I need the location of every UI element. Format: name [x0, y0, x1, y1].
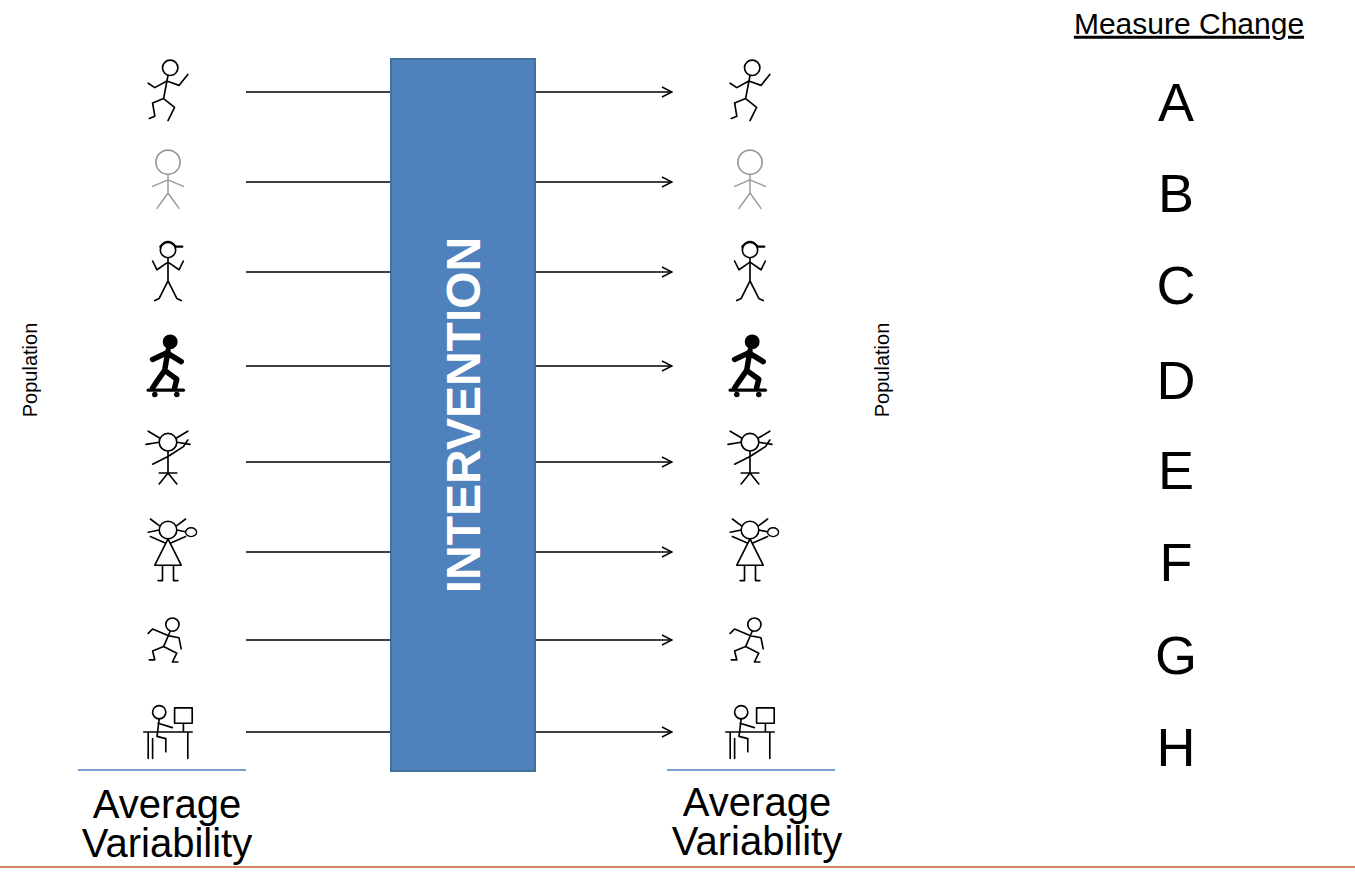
figure-stroke — [153, 174, 184, 208]
ball — [768, 528, 779, 537]
axis-label: Population — [19, 323, 42, 418]
summary-label: Average Variability — [652, 783, 862, 861]
stick-figure — [730, 519, 778, 581]
figure-head — [163, 60, 178, 75]
figure-head — [160, 242, 175, 257]
stick-figure — [730, 335, 765, 397]
figure-stroke — [148, 629, 181, 662]
figure-head — [166, 618, 179, 631]
measure-letter: C — [1157, 254, 1196, 316]
skate-wheel — [734, 392, 740, 398]
stick-figure — [730, 60, 770, 121]
figure-stroke — [735, 258, 766, 301]
summary-label: Average Variability — [62, 785, 272, 863]
figure-stroke — [726, 708, 774, 759]
stick-figure — [730, 618, 763, 662]
figure-stroke — [732, 537, 767, 581]
flow-arrow — [536, 731, 672, 732]
measure-letter: A — [1158, 71, 1194, 133]
figure-head — [159, 433, 177, 451]
flow-arrow — [536, 639, 672, 640]
axis-label: Population — [871, 323, 894, 418]
measure-letter: H — [1157, 716, 1196, 778]
flow-arrow — [536, 271, 672, 272]
stick-figure — [735, 150, 766, 208]
flow-line — [246, 271, 390, 272]
stick-figure — [148, 60, 188, 121]
stick-figure — [153, 242, 184, 301]
stick-figure — [148, 618, 181, 662]
figure-head — [741, 521, 759, 539]
measure-letter: E — [1158, 439, 1194, 501]
flow-arrow — [536, 91, 672, 92]
figure-stroke — [153, 719, 173, 759]
figure-head — [164, 335, 177, 348]
stick-figure — [728, 431, 772, 484]
skate-wheel — [152, 392, 158, 398]
flow-line — [246, 639, 390, 640]
flow-arrow — [536, 181, 672, 182]
skate-wheel — [756, 392, 762, 398]
figure-head — [735, 706, 748, 719]
figure-head — [742, 242, 757, 257]
figure-head — [738, 150, 762, 174]
underline-rule — [667, 769, 835, 771]
figure-head — [156, 150, 180, 174]
figure-head — [745, 60, 760, 75]
stick-figure — [148, 519, 196, 581]
measure-letter: G — [1155, 624, 1197, 686]
figure-head — [153, 706, 166, 719]
stick-figure — [735, 242, 766, 301]
stick-figure — [148, 335, 183, 397]
figure-stroke — [148, 74, 188, 120]
flow-arrow — [536, 551, 672, 552]
flow-line — [246, 551, 390, 552]
figure-stroke — [730, 629, 763, 662]
stick-figure — [146, 431, 190, 484]
flow-line — [246, 461, 390, 462]
measure-letter: B — [1158, 162, 1194, 224]
figure-stroke — [150, 537, 185, 581]
footer-rule — [0, 866, 1355, 868]
figure-stroke — [153, 351, 182, 388]
figure-stroke — [153, 258, 184, 301]
ball — [186, 528, 197, 537]
figure-stroke — [735, 174, 766, 208]
figure-stroke — [735, 351, 764, 388]
figure-stroke — [730, 74, 770, 120]
flow-line — [246, 365, 390, 366]
stick-figure — [726, 706, 774, 759]
intervention-bar: INTERVENTION — [390, 58, 536, 772]
figure-stroke — [148, 389, 183, 392]
figure-head — [741, 433, 759, 451]
flow-arrow — [536, 461, 672, 462]
column-heading: Measure Change — [1074, 7, 1304, 42]
skate-wheel — [174, 392, 180, 398]
figure-stroke — [735, 719, 755, 759]
flow-line — [246, 181, 390, 182]
figure-stroke — [144, 708, 192, 759]
bar-title: INTERVENTION — [436, 237, 491, 593]
stick-figure — [144, 706, 192, 759]
measure-letter: D — [1157, 349, 1196, 411]
underline-rule — [78, 769, 246, 771]
figure-stroke — [730, 389, 765, 392]
stick-figure — [153, 150, 184, 208]
figure-head — [159, 521, 177, 539]
figure-head — [748, 618, 761, 631]
flow-line — [246, 731, 390, 732]
flow-line — [246, 91, 390, 92]
flow-arrow — [536, 365, 672, 366]
measure-letter: F — [1160, 531, 1193, 593]
figure-head — [746, 335, 759, 348]
